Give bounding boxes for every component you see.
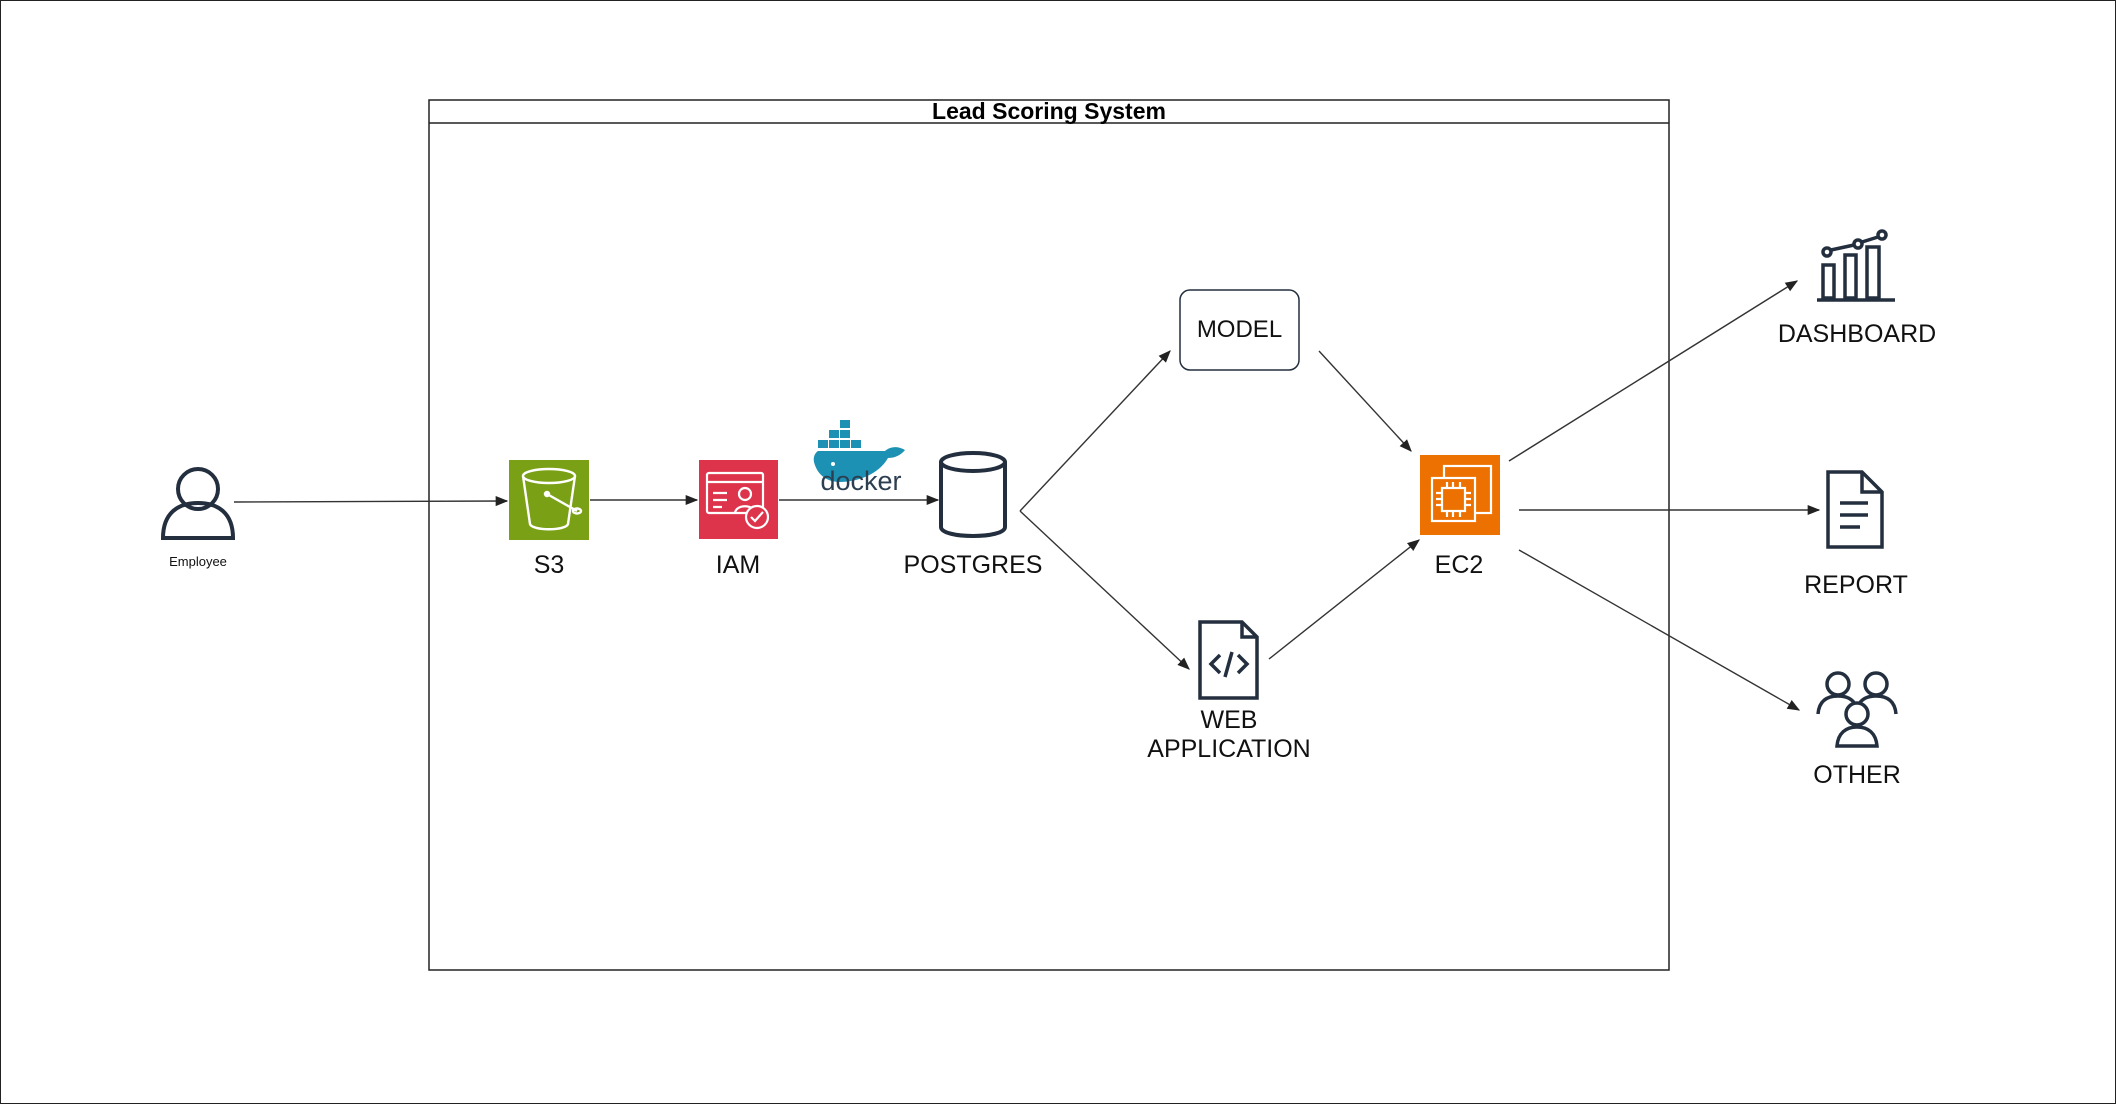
ec2-chip-icon xyxy=(1420,455,1500,535)
diagram-title: Lead Scoring System xyxy=(932,98,1166,124)
edge-ec2-other xyxy=(1518,549,1801,711)
database-icon xyxy=(939,451,1007,538)
edge-employee-s3 xyxy=(233,496,509,507)
edge-webapp-ec2 xyxy=(1268,539,1420,660)
s3-label: S3 xyxy=(533,551,565,579)
user-icon xyxy=(160,467,236,540)
other-label: OTHER xyxy=(1813,761,1901,789)
docker-wordmark: docker xyxy=(820,466,901,496)
edge-ec2-dashboard xyxy=(1508,280,1799,462)
webapp-label-line2: APPLICATION xyxy=(1147,735,1311,763)
connectors xyxy=(233,280,1821,711)
model-box xyxy=(1179,289,1300,371)
iam-label: IAM xyxy=(715,551,761,579)
edge-postgres-model xyxy=(1019,350,1171,512)
model-label: MODEL xyxy=(1196,316,1283,343)
code-file-icon xyxy=(1198,620,1259,700)
chart-icon xyxy=(1817,229,1895,302)
document-icon xyxy=(1826,470,1884,549)
users-group-icon xyxy=(1816,671,1898,748)
postgres-label: POSTGRES xyxy=(903,551,1043,579)
edge-model-ec2 xyxy=(1318,350,1412,452)
edge-postgres-webapp xyxy=(1019,510,1190,670)
iam-icon xyxy=(699,460,778,539)
report-label: REPORT xyxy=(1804,571,1908,599)
lead-scoring-group xyxy=(428,99,1670,971)
s3-bucket-icon xyxy=(509,460,589,540)
ec2-label: EC2 xyxy=(1434,551,1484,579)
employee-label: Employee xyxy=(169,554,227,569)
dashboard-label: DASHBOARD xyxy=(1777,320,1937,348)
docker-whale-icon xyxy=(813,420,905,482)
webapp-label-line1: WEB xyxy=(1200,706,1258,734)
